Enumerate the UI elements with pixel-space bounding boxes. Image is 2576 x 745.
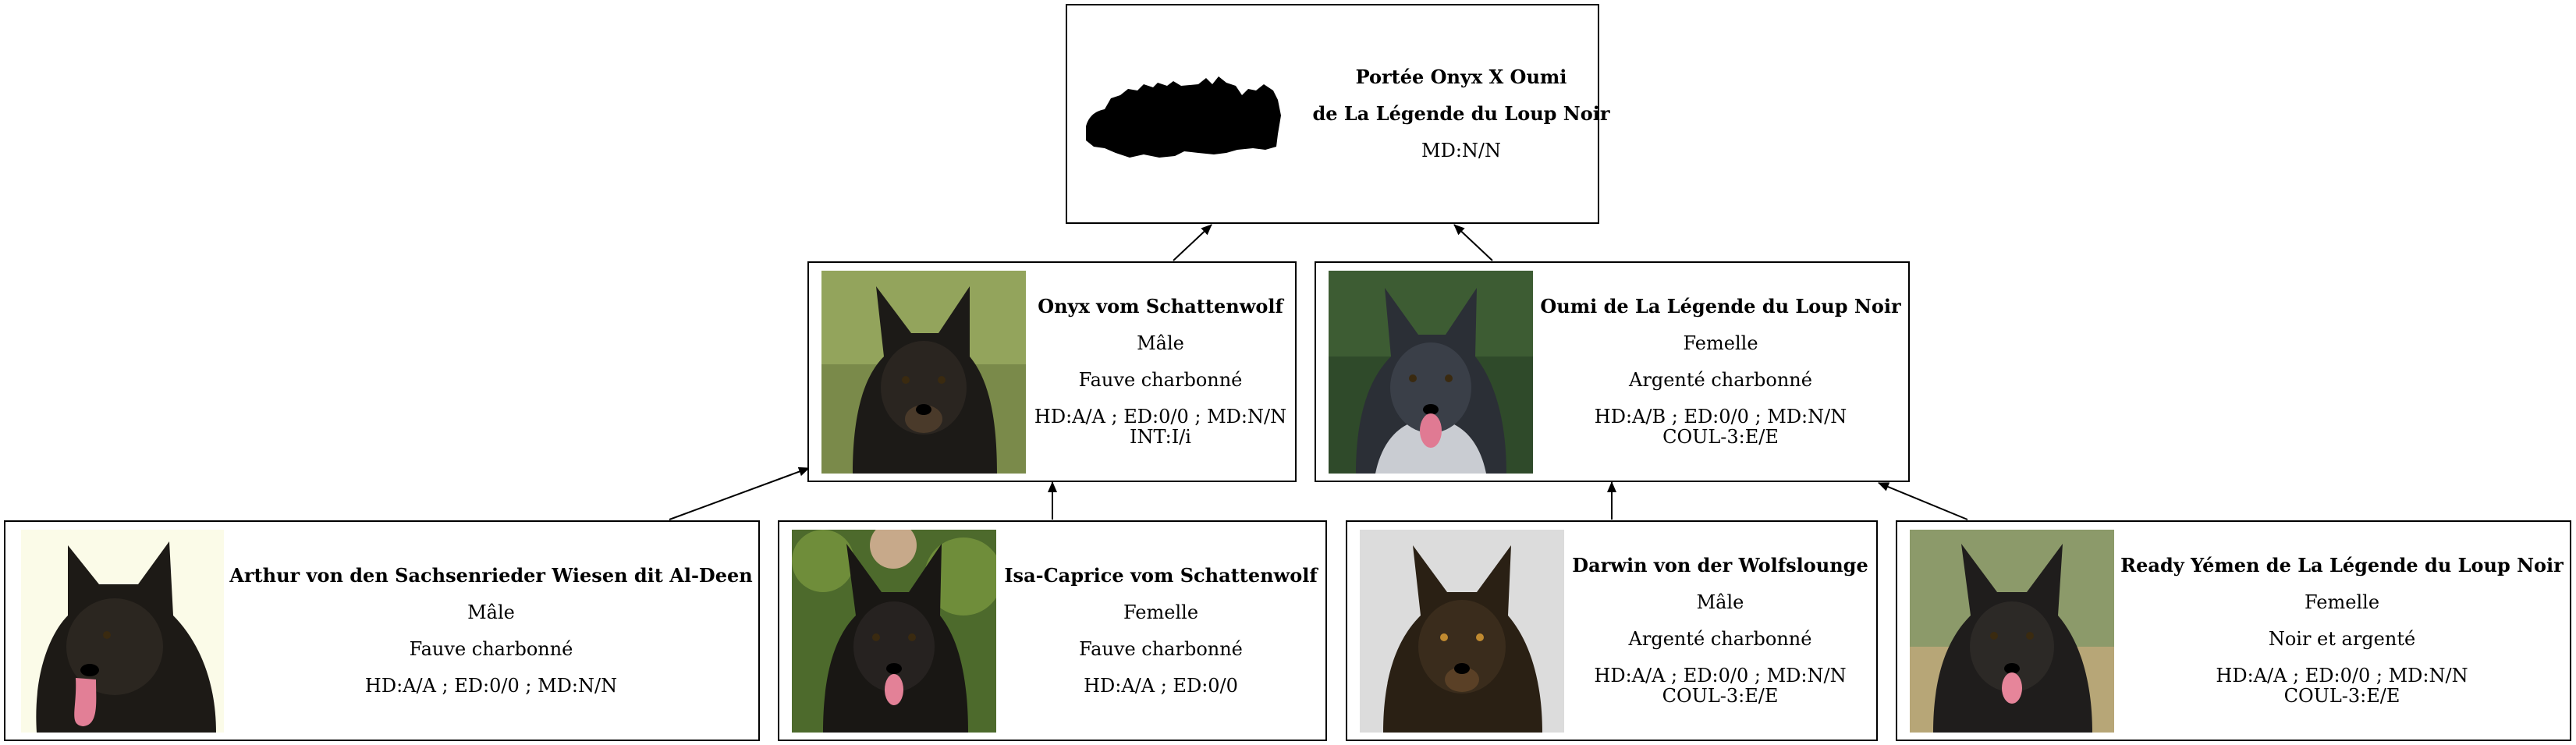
grandparent-name: Arthur von den Sachsenrieder Wiesen dit … [229, 564, 753, 587]
edge-oumi-to-litter [1453, 224, 1493, 261]
grandparent-sex: Mâle [467, 601, 515, 623]
dog-photo-icon [1360, 530, 1564, 733]
grandparent-color: Noir et argenté [2268, 628, 2416, 650]
litter-health: MD:N/N [1421, 140, 1501, 161]
grandparent-node-ready-yemen[interactable]: Ready Yémen de La Légende du Loup Noir F… [1896, 520, 2571, 741]
edge-ready-to-oumi [1878, 482, 1968, 520]
litter-kennel: de La Légende du Loup Noir [1312, 102, 1610, 125]
grandparent-color: Fauve charbonné [1079, 638, 1243, 660]
dog-photo-icon [1910, 530, 2114, 733]
parent-sex: Mâle [1137, 332, 1184, 354]
dog-litter-silhouette-icon [1081, 72, 1284, 165]
grandparent-node-darwin[interactable]: Darwin von der Wolfslounge Mâle Argenté … [1346, 520, 1878, 741]
dog-photo-icon [1329, 271, 1533, 474]
dog-photo-icon [792, 530, 996, 733]
parent-health: HD:A/A ; ED:0/0 ; MD:N/N [1034, 406, 1287, 427]
parent-extra: INT:I/i [1130, 426, 1191, 448]
grandparent-name: Isa-Caprice vom Schattenwolf [1004, 564, 1318, 587]
grandparent-health: HD:A/A ; ED:0/0 ; MD:N/N [1594, 665, 1847, 686]
grandparent-health: HD:A/A ; ED:0/0 [1084, 675, 1238, 697]
grandparent-color: Fauve charbonné [409, 638, 573, 660]
dog-photo-icon [821, 271, 1026, 474]
parent-sex: Femelle [1683, 332, 1758, 354]
grandparent-node-isa-caprice[interactable]: Isa-Caprice vom Schattenwolf Femelle Fau… [778, 520, 1327, 741]
grandparent-sex: Mâle [1696, 591, 1744, 613]
parent-name: Onyx vom Schattenwolf [1038, 295, 1283, 318]
parent-health: HD:A/B ; ED:0/0 ; MD:N/N [1594, 406, 1847, 427]
parent-node-onyx[interactable]: Onyx vom Schattenwolf Mâle Fauve charbon… [807, 261, 1297, 482]
parent-color: Argenté charbonné [1629, 369, 1812, 391]
grandparent-extra: COUL-3:E/E [2283, 685, 2400, 707]
grandparent-health: HD:A/A ; ED:0/0 ; MD:N/N [364, 675, 618, 697]
parent-node-oumi[interactable]: Oumi de La Légende du Loup Noir Femelle … [1315, 261, 1910, 482]
grandparent-node-arthur[interactable]: Arthur von den Sachsenrieder Wiesen dit … [4, 520, 760, 741]
grandparent-sex: Femelle [2304, 591, 2380, 613]
edge-arthur-to-onyx [669, 467, 810, 520]
grandparent-name: Ready Yémen de La Légende du Loup Noir [2120, 554, 2564, 576]
grandparent-color: Argenté charbonné [1628, 628, 1812, 650]
grandparent-name: Darwin von der Wolfslounge [1572, 554, 1868, 576]
parent-color: Fauve charbonné [1078, 369, 1243, 391]
edge-onyx-to-litter [1173, 224, 1212, 261]
parent-extra: COUL-3:E/E [1662, 426, 1779, 448]
parent-name: Oumi de La Légende du Loup Noir [1540, 295, 1901, 318]
dog-photo-icon [21, 530, 224, 733]
grandparent-health: HD:A/A ; ED:0/0 ; MD:N/N [2216, 665, 2468, 686]
litter-title: Portée Onyx X Oumi [1355, 66, 1567, 88]
grandparent-extra: COUL-3:E/E [1662, 685, 1779, 707]
litter-node[interactable]: Portée Onyx X Oumi de La Légende du Loup… [1066, 4, 1610, 224]
grandparent-sex: Femelle [1123, 601, 1199, 623]
